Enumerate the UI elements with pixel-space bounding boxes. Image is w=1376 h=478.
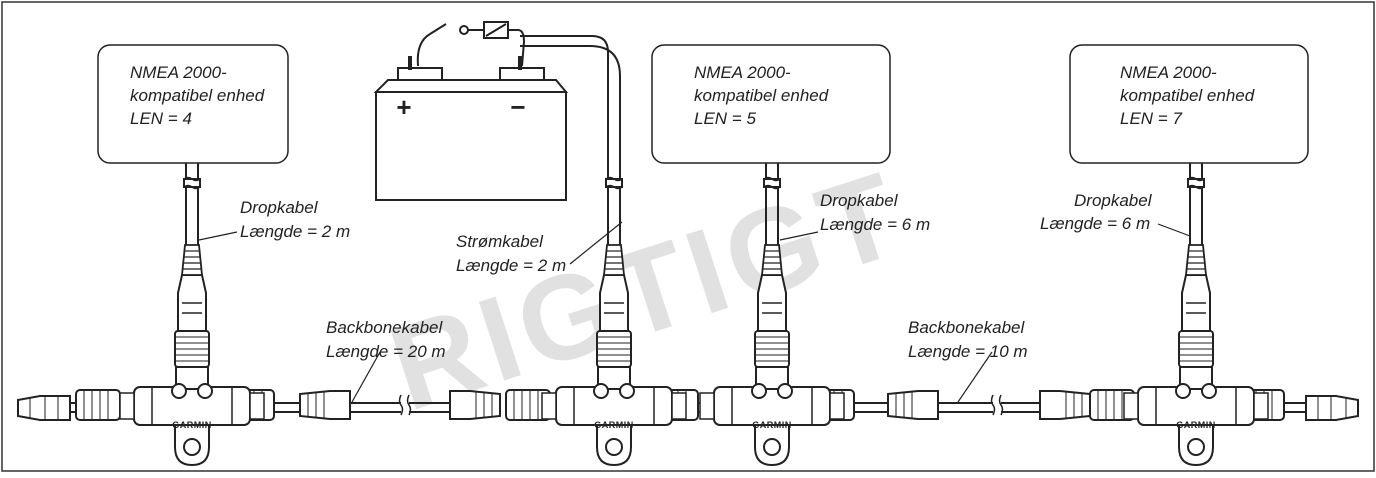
backbone-cable-left <box>380 394 435 416</box>
leader-lines <box>198 221 1191 403</box>
device-2-line2: kompatibel enhed <box>694 86 829 105</box>
power-cable-name: Strømkabel <box>456 232 544 251</box>
device-box-3: NMEA 2000- kompatibel enhed LEN = 7 <box>1069 44 1309 164</box>
device-box-1: NMEA 2000- kompatibel enhed LEN = 4 <box>97 44 289 164</box>
drop-cable-3-name: Dropkabel <box>1074 191 1153 210</box>
drop-cable-1-length: Længde = 2 m <box>240 222 350 241</box>
device-2-line1: NMEA 2000- <box>694 63 791 82</box>
device-1-line2: kompatibel enhed <box>130 86 265 105</box>
battery-icon: + − <box>373 56 569 201</box>
backbone-cable-2-name: Backbonekabel <box>908 318 1025 337</box>
device-3-line1: NMEA 2000- <box>1120 63 1217 82</box>
device-1-line3: LEN = 4 <box>130 109 192 128</box>
drop-cable-3-length: Længde = 6 m <box>1040 214 1150 233</box>
power-cable-length: Længde = 2 m <box>456 256 566 275</box>
drop-cable-2-name: Dropkabel <box>820 191 899 210</box>
device-3-line2: kompatibel enhed <box>1120 86 1255 105</box>
device-2-line3: LEN = 5 <box>694 109 756 128</box>
power-circuit <box>416 21 526 67</box>
drop-cable-1-name: Dropkabel <box>240 198 319 217</box>
garmin-logo-1: GARMIN <box>172 420 212 430</box>
power-cable <box>520 35 623 245</box>
terminator-right <box>1305 395 1359 421</box>
backbone-cable-right <box>955 394 1040 416</box>
device-1-line1: NMEA 2000- <box>130 63 227 82</box>
battery-minus-label: − <box>510 92 525 122</box>
device-box-2: NMEA 2000- kompatibel enhed LEN = 5 <box>651 44 891 164</box>
drop-cable-1 <box>183 162 201 245</box>
battery-plus-label: + <box>396 92 411 122</box>
terminator-left <box>17 395 71 421</box>
backbone-cable-2-length: Længde = 10 m <box>908 342 1028 361</box>
backbone-cable-1-name: Backbonekabel <box>326 318 443 337</box>
device-3-line3: LEN = 7 <box>1120 109 1182 128</box>
backbone-cable-1-length: Længde = 20 m <box>326 342 446 361</box>
garmin-logo-3: GARMIN <box>752 420 792 430</box>
garmin-logo-2: GARMIN <box>594 420 634 430</box>
garmin-logo-4: GARMIN <box>1176 420 1216 430</box>
drop-cable-2-length: Længde = 6 m <box>820 215 930 234</box>
drop-cable-3 <box>1187 162 1205 245</box>
drop-cable-2 <box>763 162 781 245</box>
